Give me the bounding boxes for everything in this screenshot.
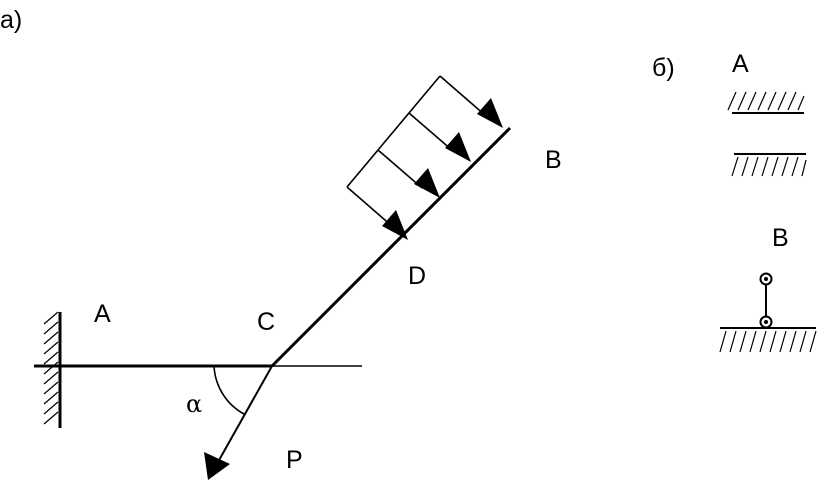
label-c: C — [257, 308, 275, 336]
panel-b-tag: б) — [652, 54, 675, 82]
support-a-top — [727, 91, 805, 114]
label-d: D — [408, 262, 426, 290]
support-b-rod — [719, 272, 817, 353]
label-p: P — [286, 446, 303, 474]
panel-b-label-b: B — [772, 224, 789, 252]
distributed-load — [346, 75, 487, 228]
panel-a-tag: а) — [0, 6, 22, 34]
support-a-bottom — [731, 153, 807, 177]
beam-cb — [270, 126, 512, 368]
load-arrowheads — [382, 98, 503, 240]
label-a: A — [94, 300, 111, 328]
fixed-wall-support — [43, 311, 62, 428]
force-p-arrow — [204, 365, 273, 480]
label-alpha: α — [186, 390, 202, 418]
panel-b-label-a: A — [732, 50, 749, 78]
label-b: B — [545, 146, 562, 174]
angle-alpha-arc — [213, 365, 245, 415]
